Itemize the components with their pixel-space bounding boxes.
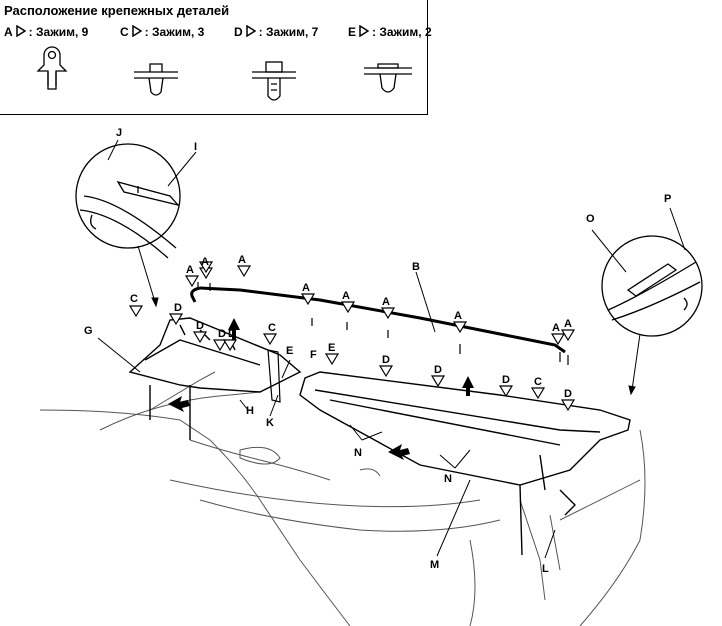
callout-d: D bbox=[564, 388, 572, 400]
callout-o: O bbox=[586, 213, 595, 225]
triangle-marker-icon bbox=[245, 25, 256, 37]
legend-item-d: D : Зажим, 7 bbox=[234, 25, 318, 39]
hood-seal-clips bbox=[197, 282, 569, 365]
callout-a: A bbox=[454, 310, 462, 322]
callout-f: F bbox=[310, 349, 317, 361]
callout-a: A bbox=[342, 290, 350, 302]
legend-title: Расположение крепежных деталей bbox=[4, 3, 230, 18]
clip-markers bbox=[128, 261, 576, 412]
legend-letter: E bbox=[348, 25, 357, 39]
callout-c: C bbox=[534, 376, 542, 388]
callout-a: A bbox=[382, 296, 390, 308]
clip-c-icon bbox=[134, 63, 178, 96]
vehicle-body-outline bbox=[39, 371, 646, 626]
callout-j: J bbox=[116, 127, 122, 139]
callout-a: A bbox=[564, 318, 572, 330]
callout-a: A bbox=[552, 322, 560, 334]
triangle-marker-icon bbox=[131, 25, 142, 37]
callout-n: N bbox=[354, 447, 362, 459]
callout-l: L bbox=[542, 563, 549, 575]
callout-k: K bbox=[266, 417, 274, 429]
callout-d: D bbox=[502, 374, 510, 386]
direction-arrows bbox=[168, 318, 474, 460]
callout-a: A bbox=[186, 264, 194, 276]
detail-view-right bbox=[601, 235, 703, 337]
callout-c: C bbox=[130, 293, 138, 305]
legend-text: : Зажим, 7 bbox=[258, 25, 319, 39]
callout-m: M bbox=[430, 559, 439, 571]
callout-d: D bbox=[434, 364, 442, 376]
washer-tube bbox=[267, 349, 281, 403]
callout-h: H bbox=[246, 405, 254, 417]
callout-e: E bbox=[328, 342, 335, 354]
legend-item-a: A : Зажим, 9 bbox=[4, 25, 88, 39]
callout-e: E bbox=[286, 345, 293, 357]
legend-letter: C bbox=[120, 25, 129, 39]
triangle-marker-icon bbox=[15, 25, 26, 37]
callout-a: A bbox=[238, 254, 246, 266]
callout-b: B bbox=[412, 261, 420, 273]
callout-d: D bbox=[174, 302, 182, 314]
fastener-legend: Расположение крепежных деталей A : Зажим,… bbox=[0, 0, 432, 115]
callout-g: G bbox=[84, 325, 93, 337]
callout-d: D bbox=[196, 320, 204, 332]
legend-item-c: C : Зажим, 3 bbox=[120, 25, 204, 39]
clip-d-icon bbox=[252, 61, 296, 101]
triangle-marker-icon bbox=[359, 25, 370, 37]
callout-d: D bbox=[218, 328, 226, 340]
callout-labels: A A A A A A A A A B C C C D D D D D D D … bbox=[84, 127, 671, 575]
leader-lines bbox=[97, 139, 686, 559]
callout-p: P bbox=[664, 193, 671, 205]
legend-letter: A bbox=[4, 25, 13, 39]
legend-text: : Зажим, 9 bbox=[28, 25, 89, 39]
legend-letter: D bbox=[234, 25, 243, 39]
clip-e-icon bbox=[364, 63, 412, 93]
callout-d: D bbox=[228, 328, 236, 340]
legend-item-e: E : Зажим, 2 bbox=[348, 25, 432, 39]
legend-text: : Зажим, 2 bbox=[372, 25, 432, 39]
clip-a-icon bbox=[36, 46, 68, 90]
callout-c: C bbox=[268, 322, 276, 334]
callout-n: N bbox=[444, 473, 452, 485]
detail-view-left bbox=[75, 143, 181, 259]
callout-d: D bbox=[382, 354, 390, 366]
callout-a: A bbox=[201, 256, 209, 268]
cowl-cover-right bbox=[299, 371, 631, 556]
callout-i: I bbox=[194, 141, 197, 153]
legend-text: : Зажим, 3 bbox=[144, 25, 205, 39]
callout-a: A bbox=[302, 282, 310, 294]
